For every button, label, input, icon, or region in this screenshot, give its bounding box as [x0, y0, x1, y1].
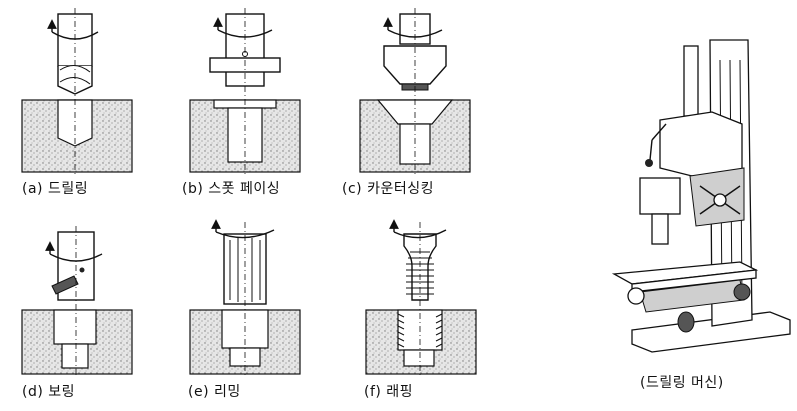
set-screw — [79, 267, 85, 273]
feed-handwheel-hub — [713, 193, 727, 207]
caption-tapping: (f) 래핑 — [364, 384, 414, 400]
caption-countersinking: (c) 카운터싱킹 — [342, 181, 434, 197]
caption-reaming: (e) 리밍 — [188, 384, 241, 400]
spindle-housing — [639, 177, 681, 215]
feed-lever — [651, 123, 667, 141]
tap-drill-hole — [403, 349, 435, 367]
table-handwheel-left — [627, 287, 645, 305]
caption-drilling-machine: (드릴링 머신) — [640, 375, 724, 391]
op-reaming — [189, 219, 301, 376]
reamer-flutes — [229, 238, 261, 302]
thread-marks — [397, 313, 443, 348]
op-drilling — [21, 8, 133, 176]
drilling-machine-illustration — [611, 39, 791, 353]
boring-cutter — [51, 275, 79, 295]
bored-hole-upper — [53, 309, 97, 345]
feed-lever-rod — [649, 139, 653, 161]
machine-base — [631, 311, 791, 353]
machine-head — [659, 111, 743, 179]
op-tapping — [365, 219, 477, 376]
caption-boring: (d) 보링 — [22, 384, 76, 400]
table-handwheel-right — [733, 283, 751, 301]
caption-drilling: (a) 드릴링 — [22, 181, 89, 197]
op-countersinking — [359, 8, 471, 176]
op-spot-facing — [189, 8, 301, 176]
drilled-hole — [57, 99, 93, 147]
drill-tip — [57, 66, 93, 95]
spindle-quill — [651, 213, 669, 245]
op-boring — [21, 226, 133, 376]
motor-post — [683, 45, 699, 117]
bored-hole-lower — [61, 343, 89, 369]
caption-spot-facing: (b) 스폿 페이싱 — [182, 181, 281, 197]
feed-lever-knob — [645, 159, 653, 167]
knee-handwheel — [677, 311, 695, 333]
